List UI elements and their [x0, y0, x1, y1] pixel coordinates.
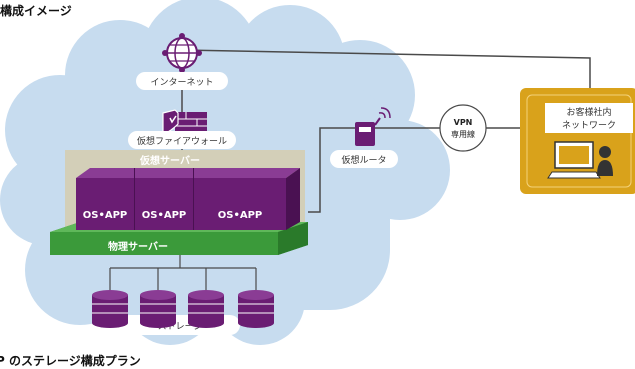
storage-connectors: [109, 255, 257, 290]
internet-label: インターネット: [150, 77, 213, 88]
virtual-server-label: 仮想サーバー: [139, 154, 200, 167]
internet-label-pill: [136, 72, 228, 90]
firewall-label: 仮想ファイアウォール: [137, 135, 227, 147]
vpn-label: VPN: [454, 118, 473, 127]
page-title: 構成イメージ: [0, 4, 72, 18]
customer-network-label-1: お客様社内: [566, 106, 611, 118]
section-title: P のステレージ構成プラン: [0, 354, 141, 368]
database-icon-4: [238, 290, 274, 328]
vpn-circle: [439, 104, 487, 152]
physical-server-label: 物理サーバー: [108, 240, 168, 253]
vpn-line-label: 専用線: [451, 129, 475, 139]
storage-label: ストレージ: [158, 322, 203, 332]
firewall-label-pill: [128, 131, 236, 149]
customer-network-border: [526, 94, 632, 188]
database-icon-1: [92, 290, 128, 328]
router-label-pill: [330, 150, 398, 168]
os-app-label-1: OS•APP: [83, 210, 128, 221]
router-icon: [355, 107, 391, 146]
os-app-label-3: OS•APP: [218, 210, 263, 221]
os-app-label-2: OS•APP: [142, 210, 187, 221]
globe-icon: [162, 33, 202, 73]
database-icon-3: [188, 290, 224, 328]
customer-network-label-2: ネットワーク: [562, 120, 616, 131]
user-computer-icon: [547, 141, 613, 179]
customer-network-label-box: [545, 103, 633, 133]
firewall-icon: [162, 109, 207, 135]
router-label: 仮想ルータ: [341, 154, 386, 166]
database-icon-2: [140, 290, 176, 328]
virtual-server-boxes: [76, 168, 300, 230]
